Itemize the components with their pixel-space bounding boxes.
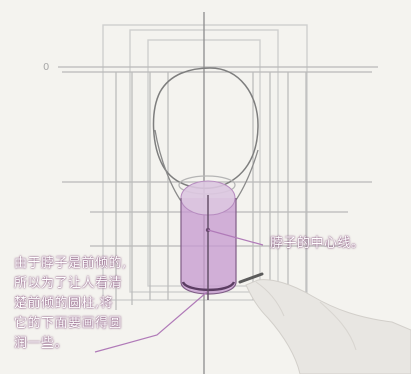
reason-line-1: 由于脖子是前倾的,	[14, 256, 127, 271]
pencil-tip	[238, 272, 264, 284]
head-outline	[152, 67, 259, 189]
outer-frame	[102, 24, 308, 301]
construction-grid	[58, 66, 378, 310]
reason-line-2: 所以为了让人看清	[14, 276, 123, 291]
reason-line-5: 润一些。	[14, 336, 69, 351]
reason-annotation: 由于脖子是前倾的, 所以为了让人看清 楚前倾的圆柱,将 它的下面要画得圆 润一些…	[14, 254, 164, 354]
frame-number: 0	[43, 62, 49, 73]
reason-line-3: 楚前倾的圆柱,将	[14, 296, 114, 311]
reason-line-4: 它的下面要画得圆	[14, 316, 123, 331]
reason-note-leader	[94, 291, 208, 353]
neck-center-line-label: 脖子的中心线。	[270, 236, 365, 251]
neck-note-leader	[207, 229, 264, 246]
hand-with-pencil	[238, 272, 411, 374]
